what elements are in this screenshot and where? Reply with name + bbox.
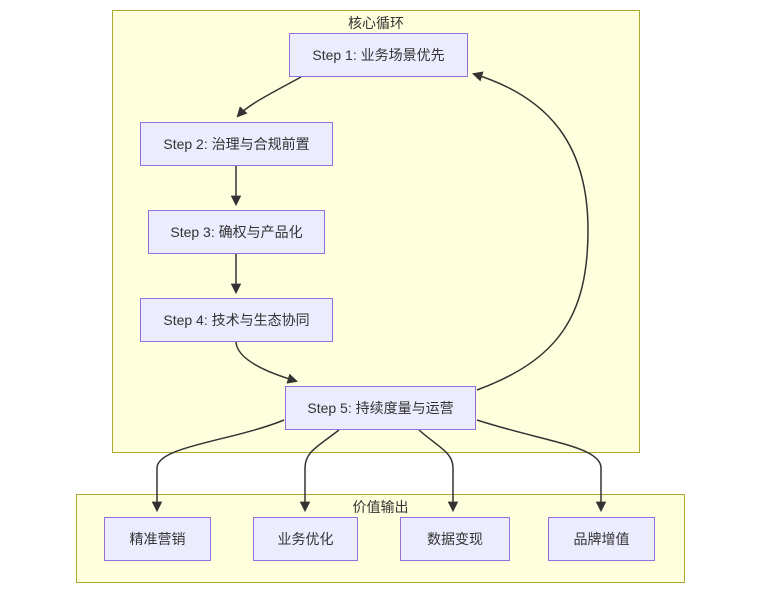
node-step3-label: Step 3: 确权与产品化 [170, 224, 303, 240]
cluster-core-loop-title: 核心循环 [348, 15, 404, 31]
node-out4-label: 品牌增值 [573, 531, 630, 547]
node-out3-label: 数据变现 [427, 531, 483, 547]
node-step1-label: Step 1: 业务场景优先 [312, 47, 445, 63]
node-out-precision-marketing: 精准营销 [104, 517, 211, 561]
node-step1: Step 1: 业务场景优先 [289, 33, 468, 77]
cluster-value-output-title: 价值输出 [352, 499, 409, 515]
node-step4-label: Step 4: 技术与生态协同 [163, 312, 310, 328]
node-step3: Step 3: 确权与产品化 [148, 210, 325, 254]
node-out1-label: 精准营销 [129, 531, 186, 547]
node-step2: Step 2: 治理与合规前置 [140, 122, 333, 166]
node-out-business-optimization: 业务优化 [253, 517, 358, 561]
node-step5: Step 5: 持续度量与运营 [285, 386, 476, 430]
node-out2-label: 业务优化 [277, 531, 334, 547]
node-out-data-monetization: 数据变现 [400, 517, 510, 561]
node-step4: Step 4: 技术与生态协同 [140, 298, 333, 342]
node-out-brand-value: 品牌增值 [548, 517, 655, 561]
node-step5-label: Step 5: 持续度量与运营 [307, 400, 454, 416]
node-step2-label: Step 2: 治理与合规前置 [163, 136, 310, 152]
